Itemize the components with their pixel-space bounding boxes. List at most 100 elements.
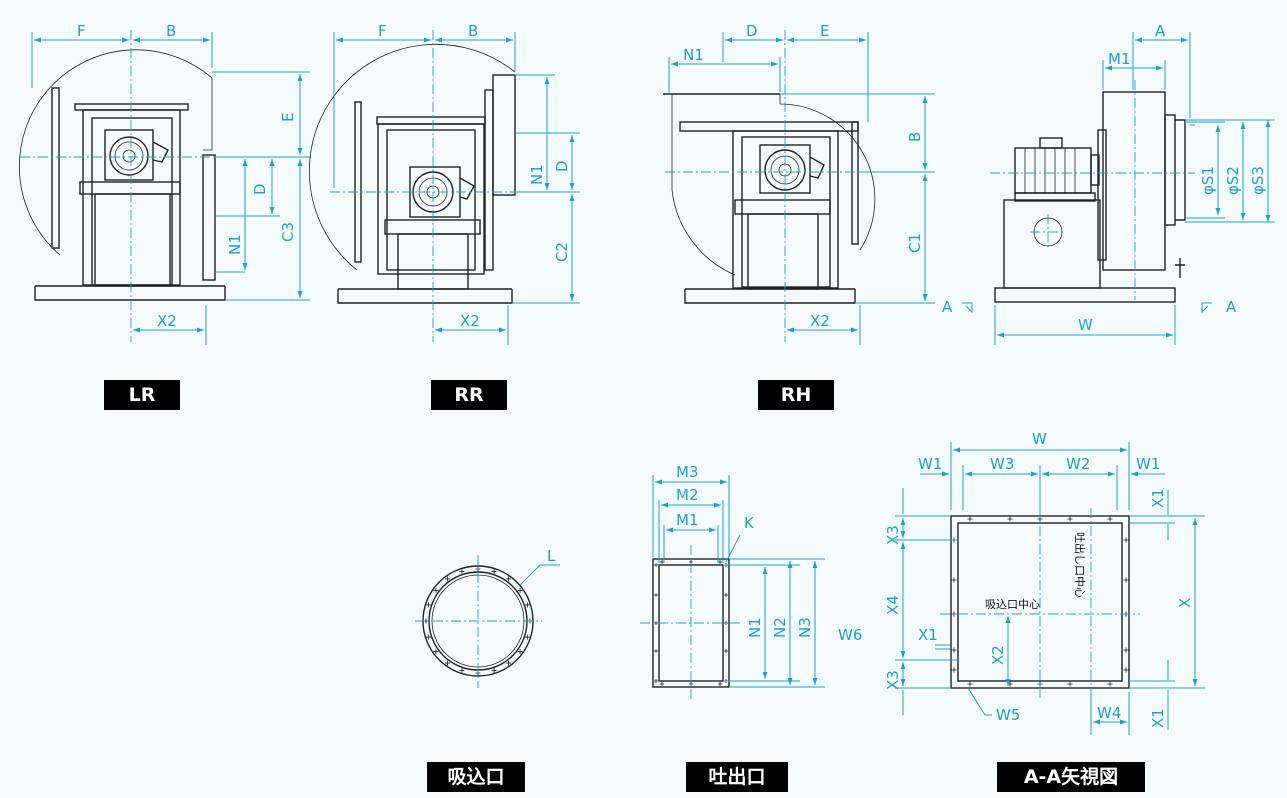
aa-dim-w1-left: W1 — [918, 455, 942, 473]
view-lr: F B E C3 D N1 X2 — [18, 22, 310, 345]
aa-dim-x3-bottom: X3 — [884, 670, 902, 690]
bolt-hole — [459, 569, 465, 575]
aa-dim-w3: W3 — [990, 455, 1014, 473]
bolt-hole — [1107, 516, 1113, 522]
outlet-dim-n3: N3 — [796, 617, 814, 638]
aa-dim-x1-left: X1 — [918, 626, 938, 644]
bolt-hole — [1123, 537, 1129, 543]
title-aa-view: A-A矢視図 — [997, 762, 1145, 792]
view-outlet: M3 M2 M1 K N1 N2 N3 W6 — [640, 463, 862, 700]
title-inlet: 吸込口 — [427, 762, 525, 792]
bolt-hole — [654, 593, 658, 597]
bolt-hole — [524, 634, 530, 640]
aa-bolts — [951, 516, 1129, 687]
aa-dim-w: W — [1032, 430, 1047, 448]
aa-dim-x4: X4 — [884, 595, 902, 615]
rr-dim-f: F — [378, 22, 387, 40]
title-rr: RR — [431, 380, 507, 410]
bolt-hole — [444, 660, 450, 666]
side-section-a-right: A — [1226, 298, 1237, 316]
bolt-hole — [491, 667, 497, 673]
side-section-a-left: A — [942, 298, 953, 316]
title-outlet: 吐出口 — [686, 762, 788, 792]
bolt-hole — [1007, 516, 1013, 522]
bolt-hole — [724, 649, 728, 653]
bolt-hole — [967, 681, 973, 687]
lr-dim-f: F — [77, 22, 86, 40]
lr-dim-e: E — [279, 113, 297, 122]
view-rr: F B N1 D C2 X2 — [308, 22, 580, 345]
bolt-hole — [654, 679, 658, 683]
bolt-hole — [951, 577, 957, 583]
rh-dim-d: D — [746, 22, 758, 40]
lr-dim-b: B — [166, 22, 176, 40]
aa-dim-w1-right: W1 — [1136, 455, 1160, 473]
bolt-hole — [724, 593, 728, 597]
outlet-dim-n1: N1 — [746, 617, 764, 638]
inlet-dim-l: L — [547, 547, 556, 565]
outlet-dim-m2: M2 — [676, 486, 699, 504]
side-dim-a: A — [1155, 22, 1166, 40]
bolt-hole — [506, 660, 512, 666]
bolt-hole — [524, 602, 530, 608]
bolt-hole — [1067, 516, 1073, 522]
rh-dim-x2: X2 — [810, 312, 830, 330]
bolt-hole — [967, 516, 973, 522]
bolt-hole — [517, 587, 523, 593]
bolt-hole — [506, 576, 512, 582]
side-dim-w: W — [1078, 316, 1093, 334]
bolt-hole — [433, 587, 439, 593]
rr-dim-d: D — [553, 160, 571, 172]
aa-dim-x1-top: X1 — [1149, 488, 1167, 508]
lr-dim-d: D — [251, 183, 269, 195]
outlet-dim-n2: N2 — [771, 617, 789, 638]
bolt-hole — [660, 560, 664, 564]
bolt-hole — [426, 634, 432, 640]
bolt-hole — [1107, 681, 1113, 687]
rh-dim-e: E — [820, 22, 829, 40]
bolt-hole — [1123, 647, 1129, 653]
view-rh: N1 D E B C1 X2 — [663, 22, 935, 345]
side-dim-m1: M1 — [1108, 50, 1131, 68]
aa-dim-w5: W5 — [996, 706, 1020, 724]
bolt-hole — [426, 602, 432, 608]
outlet-dim-m1: M1 — [676, 511, 699, 529]
bolt-hole — [718, 560, 722, 564]
bolt-hole — [951, 667, 957, 673]
rr-dim-n1: N1 — [528, 164, 546, 185]
lr-dim-c3: C3 — [279, 222, 297, 242]
rh-dim-b: B — [906, 132, 924, 142]
bolt-hole — [459, 667, 465, 673]
view-aa: 吸込口中心 吐出し口中心 W W1 W3 W2 W1 X3 X4 X3 X1 X… — [884, 430, 1205, 735]
outlet-dim-k: K — [744, 514, 755, 532]
bolt-hole — [1123, 577, 1129, 583]
aa-dim-w2: W2 — [1066, 455, 1090, 473]
rr-dim-x2: X2 — [460, 312, 480, 330]
view-side: A M1 φS1 φS2 φS3 W A A — [942, 22, 1275, 345]
lr-dim-n1: N1 — [226, 234, 244, 255]
outlet-dim-w6: W6 — [838, 626, 862, 644]
aa-inlet-center: 吸込口中心 — [985, 598, 1040, 611]
aa-dim-x1-bottom: X1 — [1149, 708, 1167, 728]
outlet-dim-m3: M3 — [676, 463, 699, 481]
aa-outlet-center: 吐出し口中心 — [1073, 532, 1087, 598]
bolt-hole — [660, 682, 664, 686]
aa-dim-x3-top: X3 — [884, 525, 902, 545]
aa-dim-x: X — [1176, 598, 1194, 608]
rh-dim-c1: C1 — [906, 233, 924, 253]
rr-dim-c2: C2 — [553, 242, 571, 262]
bolt-hole — [1123, 667, 1129, 673]
bolt-hole — [951, 647, 957, 653]
lr-dim-x2: X2 — [157, 312, 177, 330]
aa-dim-x2: X2 — [989, 645, 1007, 665]
side-dim-s3: φS3 — [1249, 166, 1267, 195]
bolt-hole — [654, 649, 658, 653]
bolt-hole — [718, 682, 722, 686]
bolt-hole — [444, 576, 450, 582]
title-rh: RH — [758, 380, 834, 410]
bolt-hole — [517, 649, 523, 655]
view-inlet: L — [415, 547, 560, 688]
rh-dim-n1: N1 — [683, 46, 704, 64]
aa-dim-w4: W4 — [1097, 704, 1121, 722]
